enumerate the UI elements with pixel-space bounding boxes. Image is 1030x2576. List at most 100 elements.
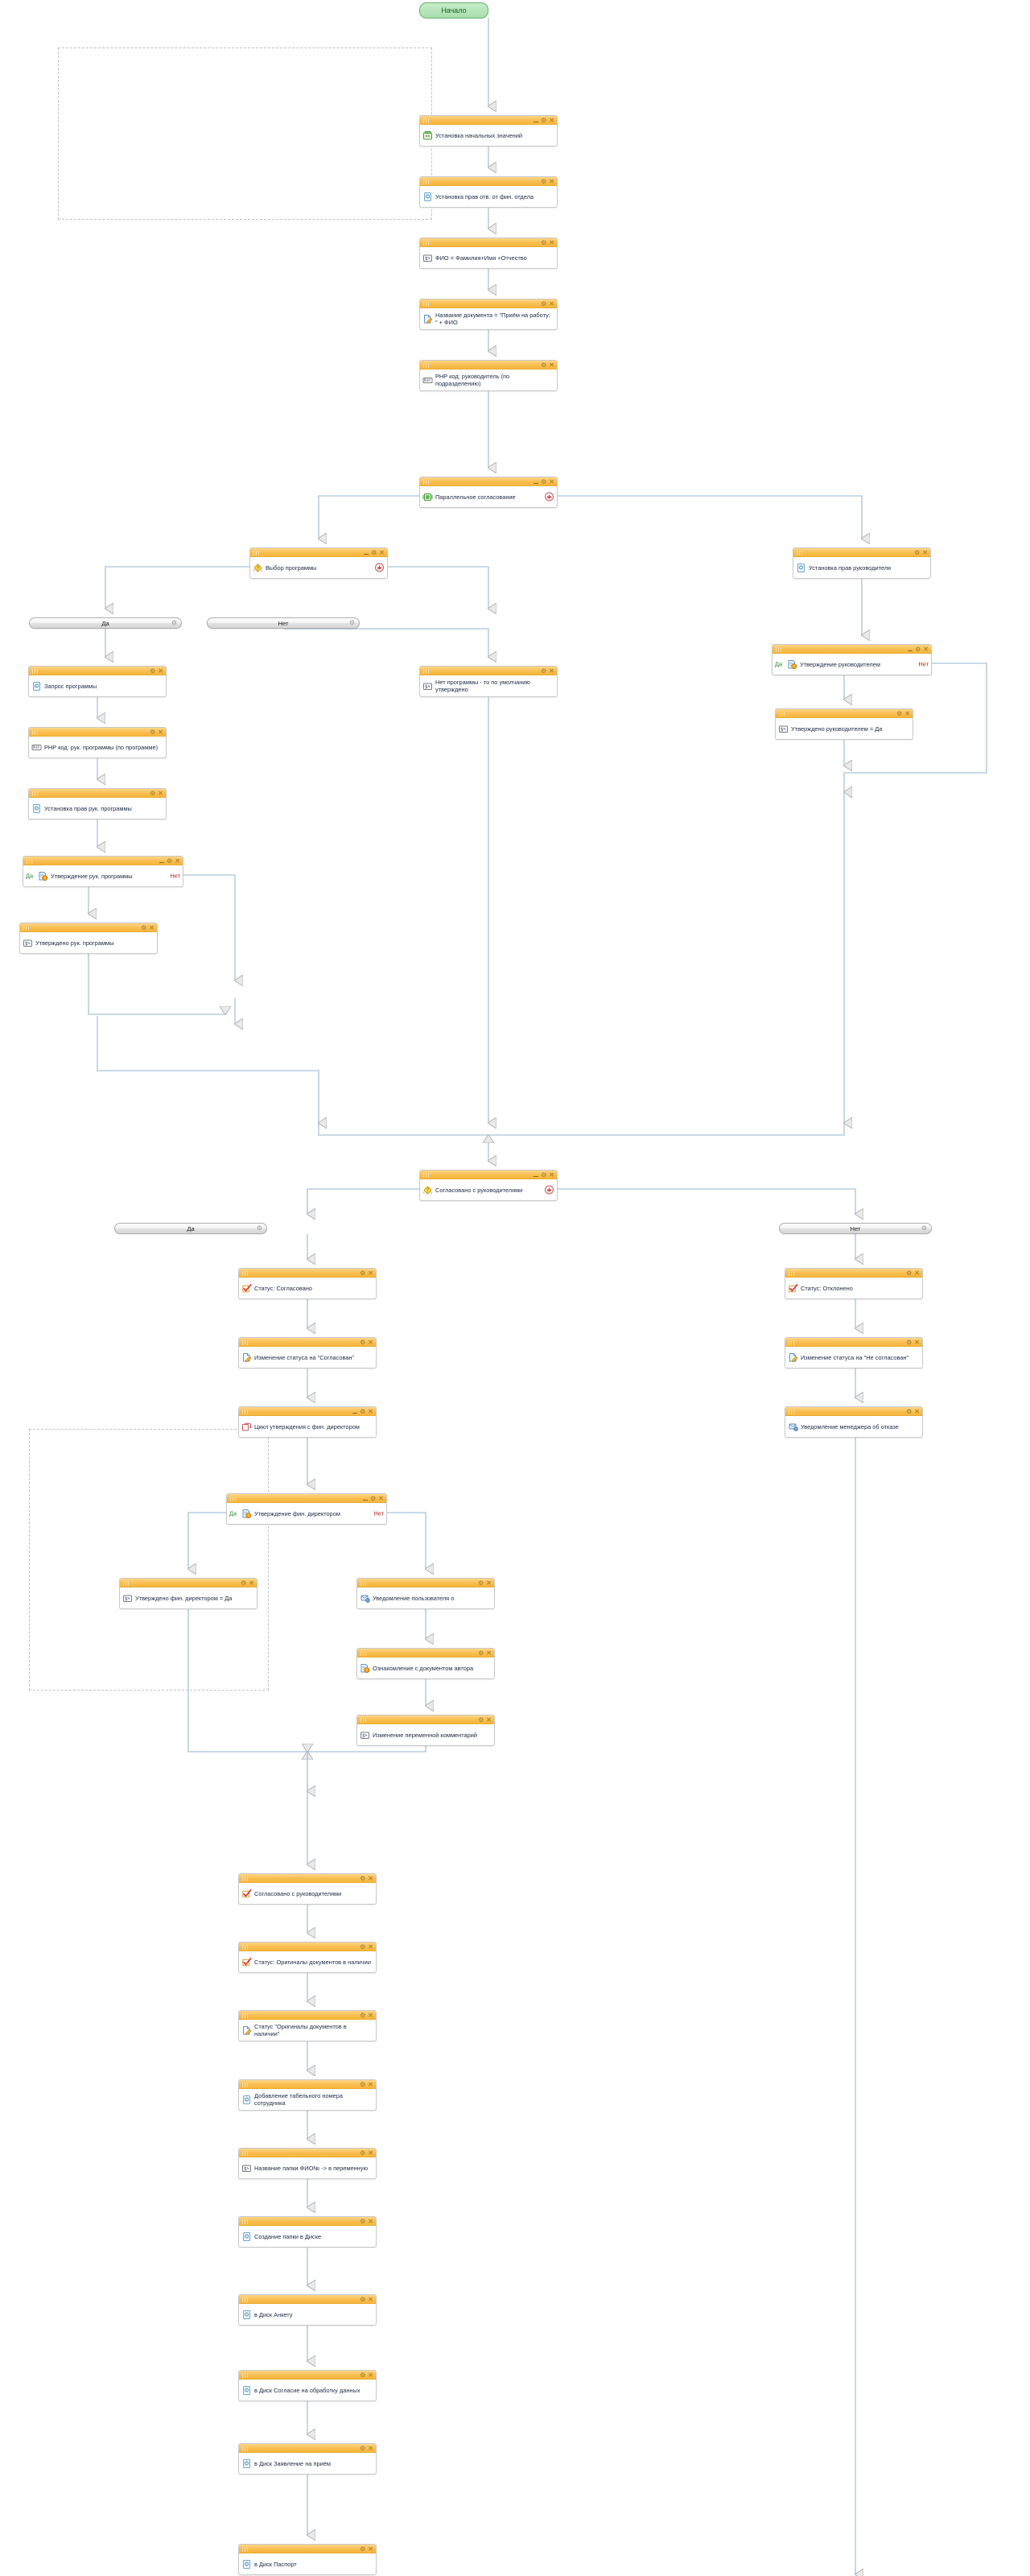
workflow-node[interactable]: ⚙✕Статус: Оригиналы документов в наличии <box>238 1942 377 1973</box>
drag-handle-icon[interactable] <box>27 859 34 864</box>
workflow-node[interactable]: ⚙✕в Диск Паспорт <box>238 2544 377 2575</box>
workflow-node[interactable]: ⚙✕Изменение статуса на "Не согласован" <box>785 1337 923 1368</box>
node-header[interactable]: ⚙✕ <box>420 116 557 125</box>
gear-icon[interactable]: ⚙ <box>141 923 147 931</box>
workflow-node[interactable]: ⚙✕Статус: Отклонено <box>785 1268 923 1299</box>
node-header[interactable]: ⚙✕ <box>20 923 157 932</box>
gear-icon[interactable]: ⚙ <box>906 1269 913 1277</box>
gear-icon[interactable]: ⚙ <box>150 789 156 797</box>
node-body[interactable]: Статус: Согласовано <box>239 1278 376 1298</box>
node-body[interactable]: в Диск Паспорт <box>239 2553 376 2574</box>
workflow-node[interactable]: ⚙✕Изменение статуса на "Согласован" <box>238 1337 377 1368</box>
close-icon[interactable]: ✕ <box>158 728 163 736</box>
drag-handle-icon[interactable] <box>797 551 804 555</box>
workflow-node[interactable]: ⚙✕?Согласовано с руководителями <box>419 1170 558 1201</box>
node-header[interactable]: ⚙✕ <box>239 2011 376 2020</box>
gear-icon[interactable]: ⚙ <box>906 1338 913 1346</box>
workflow-node[interactable]: ⚙✕Цикл утверждения с фин. директором <box>238 1406 377 1438</box>
workflow-node[interactable]: ⚙✕в Диск Согласие на обработку данных <box>238 2370 377 2401</box>
node-header[interactable]: ⚙✕ <box>420 299 557 308</box>
drag-handle-icon[interactable] <box>32 791 39 796</box>
node-body[interactable]: Статус "Оригиналы документов в наличии" <box>239 2020 376 2041</box>
workflow-node[interactable]: ⚙✕$%ФИО = Фамилия+Имя +Отчество <box>419 237 558 269</box>
condition-branch-pill[interactable]: Да⚙ <box>114 1223 267 1234</box>
close-icon[interactable]: ✕ <box>158 667 163 675</box>
gear-icon[interactable]: ⚙ <box>360 1874 366 1882</box>
minimize-icon[interactable] <box>908 647 913 652</box>
drag-handle-icon[interactable] <box>242 2446 249 2451</box>
add-branch-icon[interactable] <box>545 1185 554 1195</box>
node-header[interactable]: ⚙✕ <box>23 857 183 865</box>
gear-icon[interactable]: ⚙ <box>541 238 547 246</box>
workflow-node[interactable]: ⚙✕$%Название папки ФИО№ -> в переменную <box>238 2148 377 2179</box>
node-body[interactable]: Название документа = "Приём на работу: "… <box>420 308 557 329</box>
workflow-node[interactable]: ⚙✕$%Утверждено фин. директором = Да <box>119 1578 258 1609</box>
workflow-node[interactable]: ⚙✕Установка прав руководителя <box>793 547 931 579</box>
gear-icon[interactable]: ⚙ <box>241 1579 247 1587</box>
workflow-node[interactable]: ⚙✕?Выбор программы <box>249 547 388 579</box>
node-body[interactable]: Установка начальных значений <box>420 125 557 146</box>
node-header[interactable]: ⚙✕ <box>793 548 930 557</box>
node-header[interactable]: ⚙✕ <box>239 2080 376 2089</box>
drag-handle-icon[interactable] <box>423 363 431 368</box>
node-body[interactable]: $%Изменение переменной комментарий <box>357 1724 494 1745</box>
node-body[interactable]: !Ознакомление с документом автора <box>357 1657 494 1678</box>
node-header[interactable]: ⚙✕ <box>227 1494 386 1503</box>
add-branch-icon[interactable] <box>375 563 384 572</box>
close-icon[interactable]: ✕ <box>549 238 554 246</box>
gear-icon[interactable]: ⚙ <box>541 177 547 185</box>
node-body[interactable]: $%ФИО = Фамилия+Имя +Отчество <box>420 247 557 268</box>
gear-icon[interactable]: ⚙ <box>541 299 547 308</box>
condition-branch-pill[interactable]: Нет⚙ <box>207 617 360 629</box>
gear-icon[interactable]: ⚙ <box>478 1649 484 1657</box>
drag-handle-icon[interactable] <box>242 2013 249 2018</box>
workflow-node[interactable]: ⚙✕$%Нет программы - то по умолчанию утве… <box>419 666 558 697</box>
drag-handle-icon[interactable] <box>242 2219 249 2224</box>
node-body[interactable]: Добавление табельного номера сотрудника <box>239 2089 376 2110</box>
close-icon[interactable]: ✕ <box>486 1649 492 1657</box>
workflow-node[interactable]: ⚙✕Параллельное согласование <box>419 477 558 508</box>
workflow-node[interactable]: ⚙✕Название документа = "Приём на работу:… <box>419 299 558 330</box>
node-header[interactable]: ⚙✕ <box>29 728 166 737</box>
drag-handle-icon[interactable] <box>423 480 431 485</box>
gear-icon[interactable]: ⚙ <box>348 619 355 626</box>
close-icon[interactable]: ✕ <box>158 789 163 797</box>
gear-icon[interactable]: ⚙ <box>478 1579 484 1587</box>
gear-icon[interactable]: ⚙ <box>370 1494 377 1502</box>
node-header[interactable]: ⚙✕ <box>357 1715 494 1724</box>
drag-handle-icon[interactable] <box>242 2373 249 2378</box>
gear-icon[interactable]: ⚙ <box>541 667 547 675</box>
gear-icon[interactable]: ⚙ <box>360 1338 366 1346</box>
node-body[interactable]: в Диск Анкету <box>239 2304 376 2325</box>
close-icon[interactable]: ✕ <box>549 361 554 369</box>
workflow-node[interactable]: ⚙✕Согласовано с руководителями <box>238 1873 377 1905</box>
node-header[interactable]: ⚙✕ <box>239 2295 376 2304</box>
gear-icon[interactable]: ⚙ <box>360 2295 366 2303</box>
node-header[interactable]: ⚙✕ <box>357 1579 494 1587</box>
close-icon[interactable]: ✕ <box>368 1269 373 1277</box>
workflow-node[interactable]: ⚙✕$%Утверждено рук. программы <box>19 923 158 954</box>
node-header[interactable]: ⚙✕ <box>239 1874 376 1883</box>
close-icon[interactable]: ✕ <box>914 1338 920 1346</box>
node-body[interactable]: Параллельное согласование <box>420 486 557 507</box>
node-header[interactable]: ⚙✕ <box>772 645 931 654</box>
node-header[interactable]: ⚙✕ <box>357 1649 494 1657</box>
close-icon[interactable]: ✕ <box>904 709 910 717</box>
node-body[interactable]: Изменение статуса на "Не согласован" <box>785 1347 922 1368</box>
close-icon[interactable]: ✕ <box>549 116 554 124</box>
drag-handle-icon[interactable] <box>423 180 431 184</box>
drag-handle-icon[interactable] <box>360 1651 368 1656</box>
close-icon[interactable]: ✕ <box>549 477 554 485</box>
drag-handle-icon[interactable] <box>423 302 431 307</box>
node-header[interactable]: ⚙✕ <box>239 2217 376 2226</box>
drag-handle-icon[interactable] <box>242 2083 249 2087</box>
close-icon[interactable]: ✕ <box>368 2295 373 2303</box>
node-body[interactable]: Уведомление менеджера об отказе <box>785 1416 922 1437</box>
minimize-icon[interactable] <box>534 1173 539 1178</box>
close-icon[interactable]: ✕ <box>379 548 385 556</box>
drag-handle-icon[interactable] <box>23 926 31 931</box>
workflow-node[interactable]: ⚙✕Установка прав отв. от фин. отдела <box>419 176 558 208</box>
